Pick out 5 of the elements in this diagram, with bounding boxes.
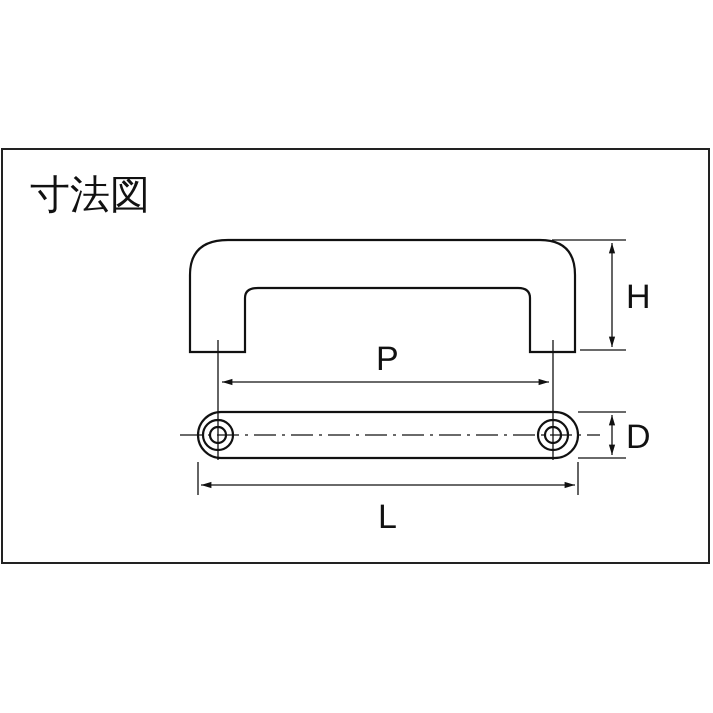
dimension-label: D: [626, 420, 651, 454]
dimension-label: P: [376, 342, 399, 376]
diagram-title: 寸法図: [30, 175, 150, 215]
dimension-label: L: [378, 500, 397, 534]
dimension-label: H: [626, 280, 651, 314]
